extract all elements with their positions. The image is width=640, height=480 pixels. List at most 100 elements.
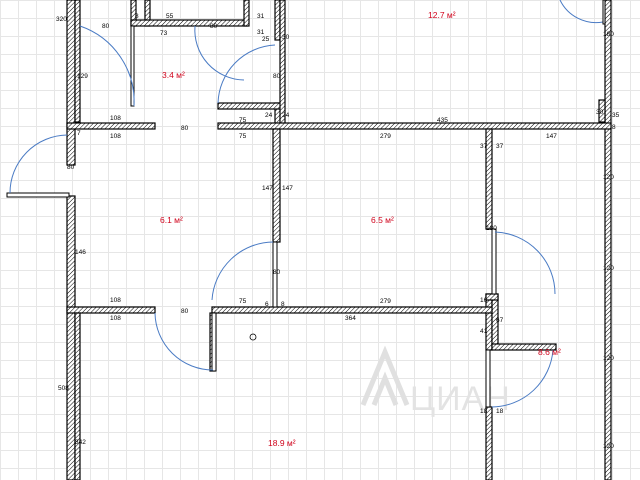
dim-label: 35 bbox=[612, 112, 620, 119]
door-lower-right-arc bbox=[491, 349, 554, 408]
dim-label: 75 bbox=[239, 117, 247, 124]
door-room-18-9-arc bbox=[154, 312, 214, 371]
dim-label: 41 bbox=[480, 328, 488, 335]
cian-house-logo bbox=[360, 345, 410, 406]
dim-label: 55 bbox=[166, 13, 174, 20]
wall-bath-left bbox=[74, 0, 81, 123]
wall-h1-left bbox=[66, 122, 156, 130]
door-bath-left bbox=[130, 25, 135, 107]
door-room-8-6 bbox=[491, 228, 497, 295]
dim-label: 279 bbox=[380, 298, 391, 305]
dim-label: 80 bbox=[181, 308, 189, 315]
wall-bath-bottom bbox=[217, 102, 282, 110]
wall-v-right-3 bbox=[485, 406, 493, 480]
dim-label: 120 bbox=[603, 443, 614, 450]
dim-label: 80 bbox=[273, 269, 281, 276]
door-bath-right-arc bbox=[217, 44, 276, 104]
dim-label: 147 bbox=[262, 185, 273, 192]
dim-label: 75 bbox=[239, 133, 247, 140]
dim-label: 435 bbox=[437, 117, 448, 124]
dim-label: 37 bbox=[496, 143, 504, 150]
dim-label: 147 bbox=[546, 133, 557, 140]
dim-label: 24 bbox=[282, 112, 290, 119]
door-room1 bbox=[602, 0, 606, 25]
room-labels: 12.7 м² 3.4 м² 6.1 м² 6.5 м² 8.6 м² 18.9… bbox=[160, 10, 561, 448]
dim-label: 30 bbox=[596, 109, 604, 116]
area-room-6-5: 6.5 м² bbox=[371, 215, 394, 225]
dim-label: 508 bbox=[58, 385, 69, 392]
dim-label: 279 bbox=[380, 133, 391, 140]
dim-label: 73 bbox=[160, 30, 168, 37]
wall-outer-left-bottom bbox=[66, 195, 76, 480]
wall-bath-right-a bbox=[274, 0, 281, 41]
dim-label: 146 bbox=[75, 249, 86, 256]
dim-label: 8 bbox=[281, 301, 285, 308]
area-room-8-6: 8.6 м² bbox=[538, 347, 561, 357]
area-room-3-4: 3.4 м² bbox=[162, 70, 185, 80]
dim-label: 108 bbox=[110, 133, 121, 140]
dim-label: 108 bbox=[110, 297, 121, 304]
door-room-8-6-arc bbox=[494, 231, 556, 295]
wall-h1-right bbox=[217, 122, 612, 130]
door-corridor-arc bbox=[211, 241, 274, 301]
dim-label: 24 bbox=[265, 112, 273, 119]
dim-label: 342 bbox=[75, 439, 86, 446]
door-room-18-9 bbox=[211, 312, 217, 372]
door-corridor bbox=[272, 241, 278, 308]
area-room-12-7: 12.7 м² bbox=[428, 10, 456, 20]
dim-label: 75 bbox=[239, 298, 247, 305]
dim-label: 80 bbox=[102, 23, 110, 30]
dim-label: 147 bbox=[282, 185, 293, 192]
dim-label: 8 bbox=[135, 13, 139, 20]
wall-bath-div-3 bbox=[243, 0, 250, 27]
watermark-text: ЦИАН bbox=[410, 380, 511, 418]
dim-label: 80 bbox=[273, 73, 281, 80]
dim-label: 120 bbox=[603, 174, 614, 181]
dim-label: 108 bbox=[110, 315, 121, 322]
dim-label: 18 bbox=[480, 408, 488, 415]
wall-bath-right-upper bbox=[279, 0, 286, 126]
dim-label: 320 bbox=[56, 16, 67, 23]
wall-v-middle bbox=[272, 128, 281, 243]
wall-kitchen-h bbox=[491, 343, 557, 351]
wall-outer-right bbox=[604, 0, 612, 480]
door-bath-top-arc bbox=[194, 25, 245, 81]
dim-label: 37 bbox=[480, 143, 488, 150]
dim-label: 364 bbox=[345, 315, 356, 322]
wall-h2-right bbox=[211, 306, 493, 314]
dim-label: 80 bbox=[67, 164, 75, 171]
door-bath-left-arc bbox=[79, 25, 135, 107]
wall-hall-left bbox=[74, 312, 81, 480]
dim-label: 80 bbox=[210, 23, 218, 30]
fixture-circle bbox=[249, 333, 257, 341]
walls bbox=[66, 0, 612, 480]
dim-label: 8 bbox=[612, 124, 616, 131]
door-lower-right bbox=[485, 349, 491, 408]
dim-label: 108 bbox=[110, 115, 121, 122]
dim-label: 129 bbox=[77, 73, 88, 80]
dim-label: 180 bbox=[603, 31, 614, 38]
wall-v-right-1 bbox=[485, 128, 493, 230]
dim-label: 18 bbox=[496, 408, 504, 415]
area-room-6-1: 6.1 м² bbox=[160, 215, 183, 225]
wall-right-stub bbox=[598, 99, 606, 123]
wall-outer-left-top bbox=[66, 0, 76, 166]
watermark: ЦИАН bbox=[360, 345, 511, 418]
dim-label: 31 bbox=[257, 13, 265, 20]
wall-bath-horiz bbox=[130, 19, 248, 27]
dim-label: 7 bbox=[77, 130, 81, 137]
wall-h2-stub bbox=[485, 293, 499, 301]
dim-label: 30 bbox=[282, 34, 290, 41]
doors bbox=[6, 0, 606, 408]
area-room-18-9: 18.9 м² bbox=[268, 438, 296, 448]
dim-label: 31 bbox=[257, 29, 265, 36]
dim-label: 25 bbox=[262, 36, 270, 43]
wall-h2-left bbox=[66, 306, 156, 314]
dim-label: 120 bbox=[603, 265, 614, 272]
dim-label: 16 bbox=[480, 297, 488, 304]
door-room1-arc bbox=[559, 0, 604, 24]
dim-label: 67 bbox=[496, 317, 504, 324]
dim-label: 180 bbox=[486, 225, 497, 232]
dim-label: 120 bbox=[603, 355, 614, 362]
